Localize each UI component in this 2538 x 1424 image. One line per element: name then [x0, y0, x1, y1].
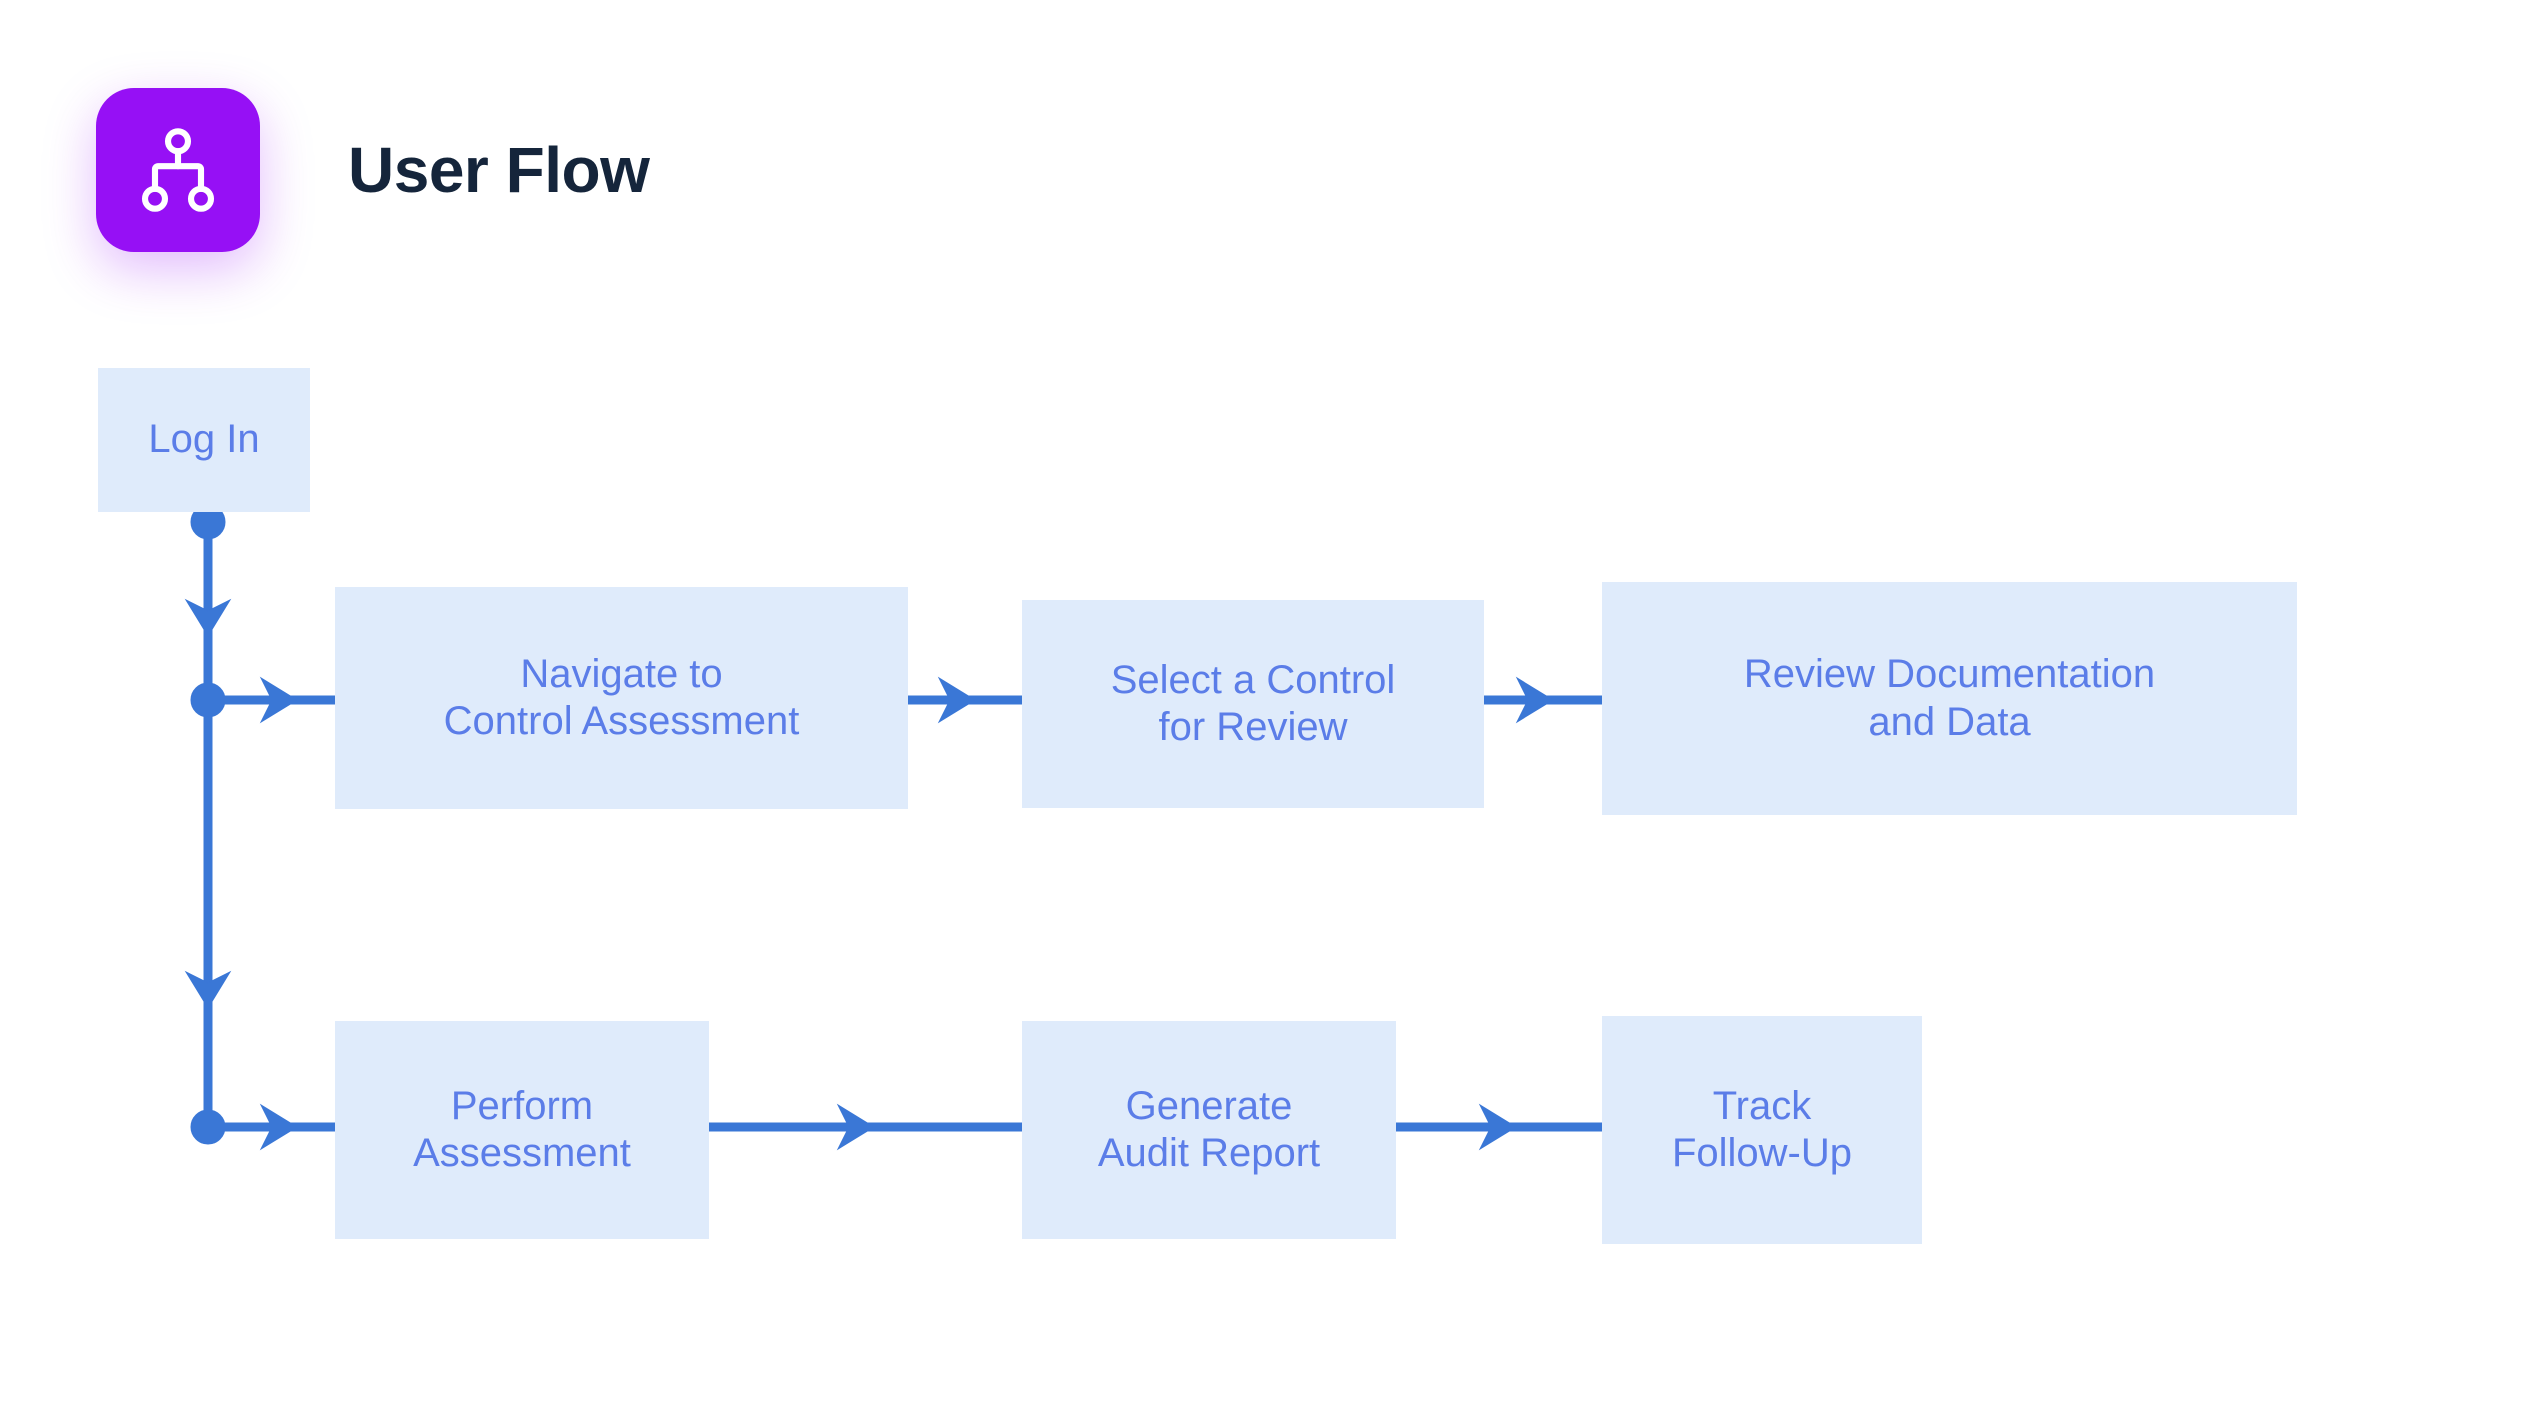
flow-node-login[interactable]: Log In	[98, 368, 310, 512]
flow-node-track-label: Track Follow-Up	[1671, 1083, 1853, 1175]
flow-node-review[interactable]: Review Documentation and Data	[1602, 582, 2297, 815]
flow-node-select[interactable]: Select a Control for Review	[1022, 600, 1484, 808]
flow-node-generate[interactable]: Generate Audit Report	[1022, 1021, 1396, 1239]
arrowhead-generate-track	[1478, 1103, 1517, 1151]
flow-node-navigate-label: Navigate to Control Assessment	[443, 651, 800, 743]
arrowhead-perform-generate	[836, 1103, 875, 1151]
flow-node-navigate[interactable]: Navigate to Control Assessment	[335, 587, 908, 809]
arrowhead-select-review	[1515, 676, 1554, 724]
page-header: User Flow	[96, 88, 650, 252]
flow-node-select-label: Select a Control for Review	[1110, 657, 1396, 749]
page-title: User Flow	[348, 134, 650, 206]
junction-dot-row1	[190, 682, 226, 718]
arrowhead-branch-row1	[259, 676, 298, 724]
arrowhead-spine-upper	[184, 598, 232, 637]
flow-node-login-label: Log In	[148, 417, 260, 462]
arrowhead-spine-lower	[184, 970, 232, 1009]
flow-node-perform-label: Perform Assessment	[413, 1083, 631, 1175]
arrowhead-branch-row2	[259, 1103, 298, 1151]
flow-node-perform[interactable]: Perform Assessment	[335, 1021, 709, 1239]
junction-dot-row2	[190, 1109, 226, 1145]
sitemap-icon	[96, 88, 260, 252]
flow-node-track[interactable]: Track Follow-Up	[1602, 1016, 1922, 1244]
flow-node-generate-label: Generate Audit Report	[1097, 1083, 1321, 1175]
arrowhead-navigate-select	[937, 676, 976, 724]
flow-node-review-label: Review Documentation and Data	[1743, 652, 2156, 744]
